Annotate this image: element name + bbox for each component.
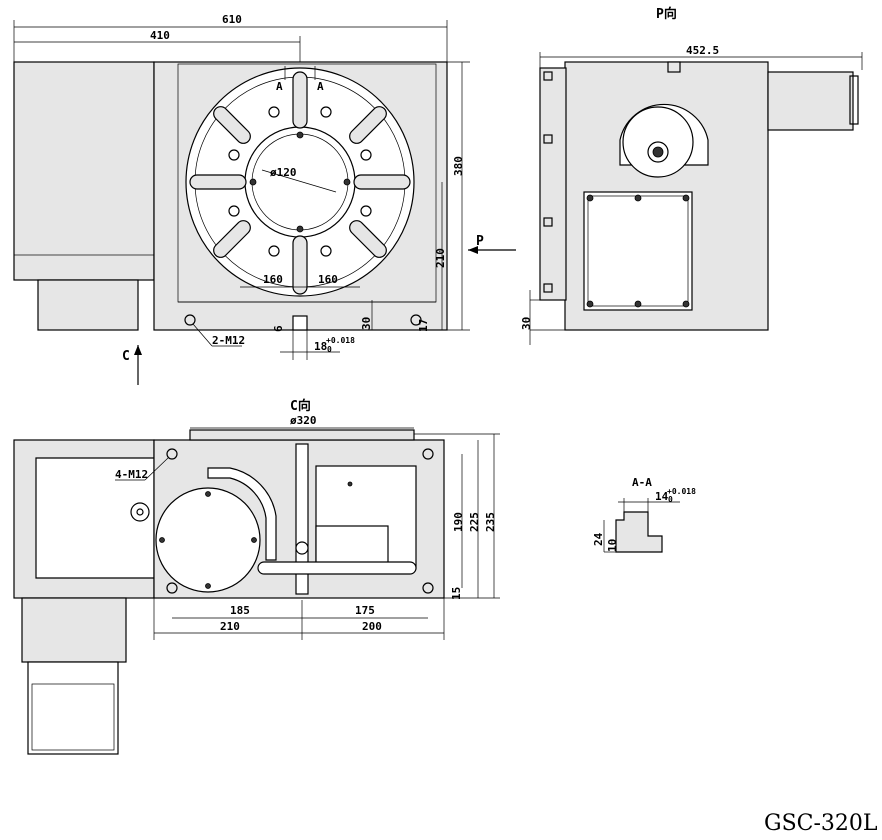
t-slot-left	[189, 174, 247, 190]
dim-235: 235	[484, 512, 497, 532]
section-mark-a-left: A	[276, 80, 283, 93]
dim-380: 380	[452, 156, 465, 176]
dim-30: 30	[360, 317, 373, 330]
section-dim-24: 24	[592, 532, 605, 546]
section-dim-14: 14	[655, 490, 669, 503]
dim-15: 15	[450, 587, 463, 600]
dim-452-5: 452.5	[686, 44, 719, 57]
svg-text:0: 0	[668, 495, 673, 504]
dim-6: 6	[272, 325, 285, 332]
dim-210: 210	[434, 248, 447, 268]
mount-hole-right	[410, 314, 422, 326]
p-label: P	[476, 234, 484, 249]
dim-160-left: 160	[263, 273, 283, 286]
svg-text:+0.018: +0.018	[326, 336, 355, 345]
holes-2m12: 2-M12	[212, 334, 245, 347]
mount-hole-left	[184, 314, 196, 326]
t-slot-bottom	[292, 235, 308, 295]
bottom-view-title: C向	[290, 398, 311, 414]
dim-d320: ø320	[290, 414, 317, 427]
side-view-title: P向	[656, 6, 677, 22]
section-mark-a-right: A	[317, 80, 324, 93]
dim-slot-18: 18	[314, 340, 327, 353]
side-dim-30: 30	[520, 317, 533, 330]
dim-175: 175	[355, 604, 375, 617]
section-title: A-A	[632, 476, 652, 489]
section-dim-10: 10	[606, 539, 619, 552]
center-bore	[244, 126, 356, 238]
side-access-panel	[583, 191, 693, 311]
svg-text:0: 0	[327, 345, 332, 354]
dim-200: 200	[362, 620, 382, 633]
dim-185: 185	[230, 604, 250, 617]
svg-text:+0.018: +0.018	[667, 487, 696, 496]
dim-225: 225	[468, 512, 481, 532]
bottom-mount-holes	[166, 448, 434, 594]
bottom-circle-cover	[155, 487, 261, 593]
bottom-center-slot	[295, 443, 309, 595]
bottom-motor-end	[27, 661, 119, 755]
section-a-a: A-A 14 +0.018 0 24 10	[592, 476, 696, 553]
t-slot-right	[353, 174, 411, 190]
table-bolt-holes	[228, 106, 372, 257]
section-profile	[615, 511, 663, 553]
side-motor	[767, 71, 854, 131]
dim-17: 17	[417, 319, 430, 332]
side-view: P向 452.5 30	[520, 6, 863, 345]
dim-190: 190	[452, 512, 465, 532]
holes-4m12: 4-M12	[115, 468, 148, 481]
dim-410: 410	[150, 29, 170, 42]
motor-lower	[37, 279, 139, 331]
dim-160-right: 160	[318, 273, 338, 286]
dim-610: 610	[222, 13, 242, 26]
motor-housing	[13, 61, 155, 281]
bottom-view: C向 ø320 4-M12	[13, 398, 500, 755]
model-label: GSC-320L	[764, 811, 878, 836]
bottom-motor-lower	[21, 597, 127, 663]
top-view: 610 410	[13, 13, 516, 385]
t-slot-top	[292, 71, 308, 129]
c-label: C	[122, 349, 130, 364]
dim-210-bottom: 210	[220, 620, 240, 633]
dim-bore: ø120	[270, 166, 297, 179]
side-table-plate	[539, 67, 567, 301]
